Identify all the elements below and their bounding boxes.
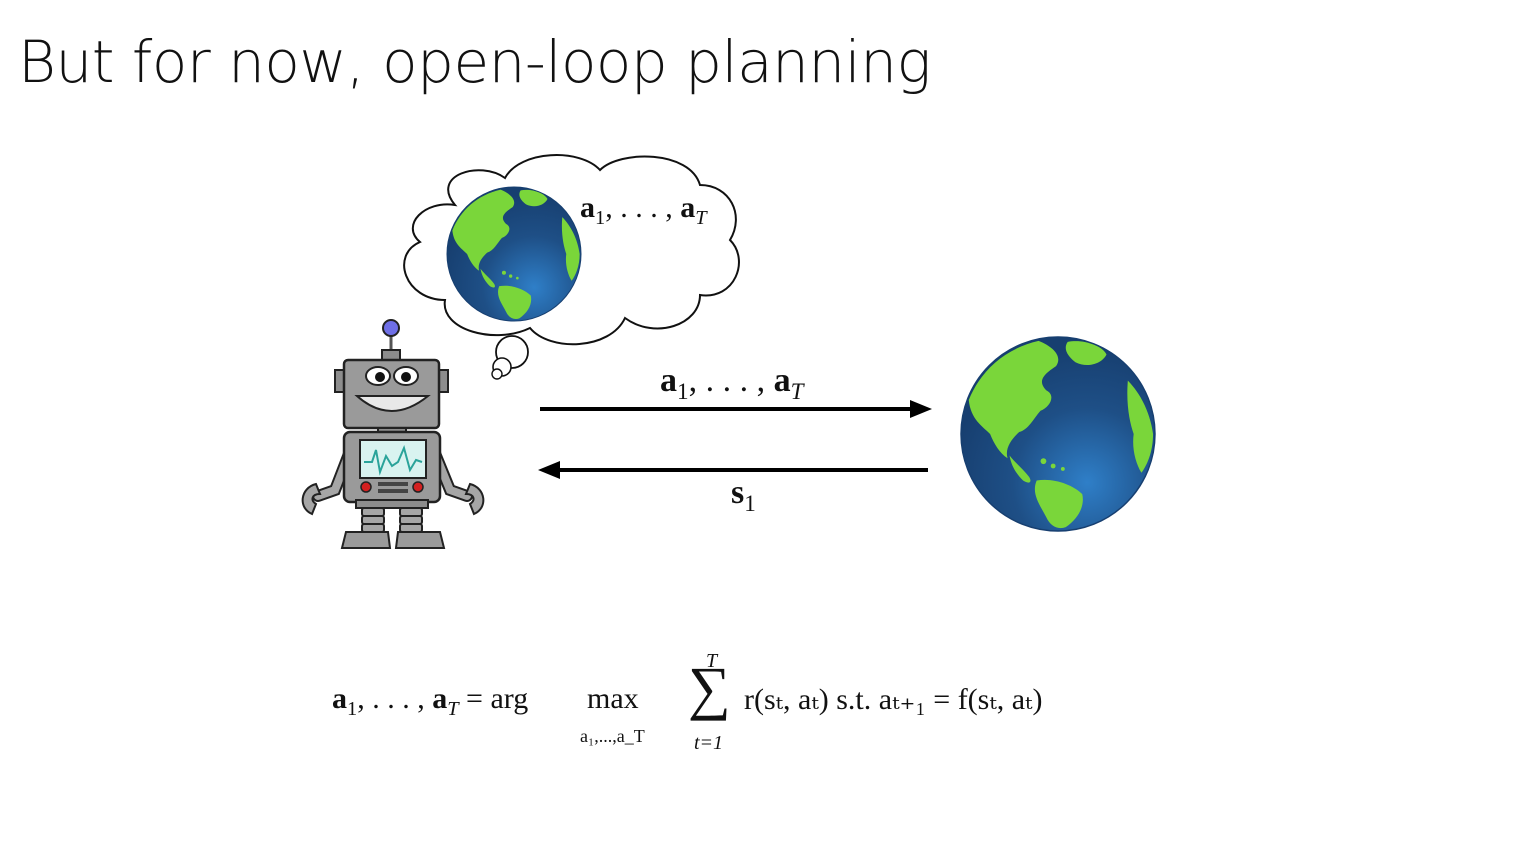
equation-max: max <box>587 682 639 715</box>
robot-screen <box>359 439 427 479</box>
equation-sum-lower: t=1 <box>694 732 724 754</box>
equation-sum-symbol: ∑ <box>688 655 731 721</box>
equation-sum-upper: T <box>706 650 718 672</box>
equation-max-subscript: a₁,...,a_T <box>580 726 645 746</box>
slide-title: But for now, open-loop planning <box>18 28 931 96</box>
earth-world-icon <box>960 336 1156 532</box>
equation-rhs: r(sₜ, aₜ) s.t. aₜ₊₁ = f(sₜ, aₜ) <box>744 683 1043 716</box>
action-arrow-label: a1, . . . , aT <box>660 362 804 405</box>
thought-action-sequence: a1, . . . , aT <box>580 191 707 229</box>
action-arrow <box>540 400 932 418</box>
thought-bubble-small <box>491 368 503 380</box>
state-arrow-label: s1 <box>731 474 756 517</box>
planning-equation: a1, . . . , aT = arg max a₁,...,a_T ∑ T … <box>332 650 1172 760</box>
state-arrow <box>538 461 928 479</box>
equation-lhs: a1, . . . , aT = arg <box>332 682 529 720</box>
earth-thought-icon <box>446 186 582 322</box>
antenna-ball <box>382 319 400 337</box>
robot-icon <box>301 319 485 549</box>
